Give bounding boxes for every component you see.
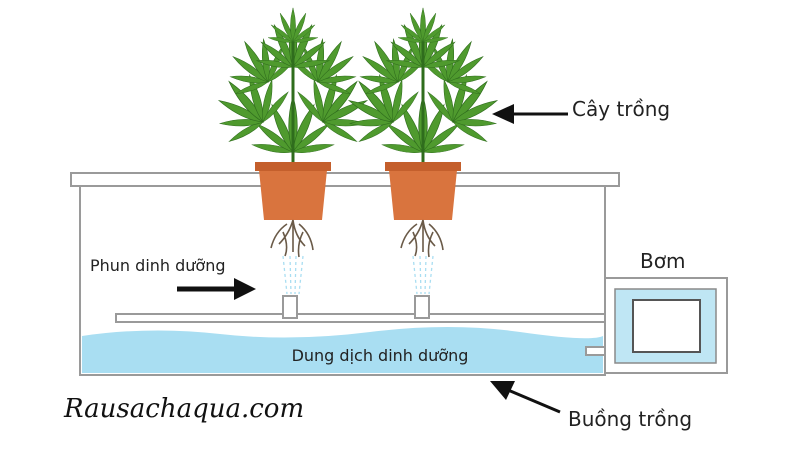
supply-pipe xyxy=(115,313,614,323)
label-plant: Cây trồng xyxy=(572,97,671,121)
nozzle-2 xyxy=(414,295,430,319)
label-nutrient-mist: Phun dinh dưỡng xyxy=(90,256,226,275)
arrow-chamber xyxy=(490,381,561,414)
arrow-plant xyxy=(492,104,568,124)
arrow-mist xyxy=(177,278,256,300)
label-growing-chamber: Buồng trồng xyxy=(568,407,693,431)
label-pump: Bơm xyxy=(640,249,686,273)
pump-unit xyxy=(632,299,701,353)
nutrient-solution xyxy=(82,327,603,373)
label-nutrient-solution: Dung dịch dinh dưỡng xyxy=(291,346,469,365)
watermark: Rausachaqua.com xyxy=(64,394,305,424)
chamber-lid xyxy=(70,172,620,187)
nozzle-1 xyxy=(282,295,298,319)
